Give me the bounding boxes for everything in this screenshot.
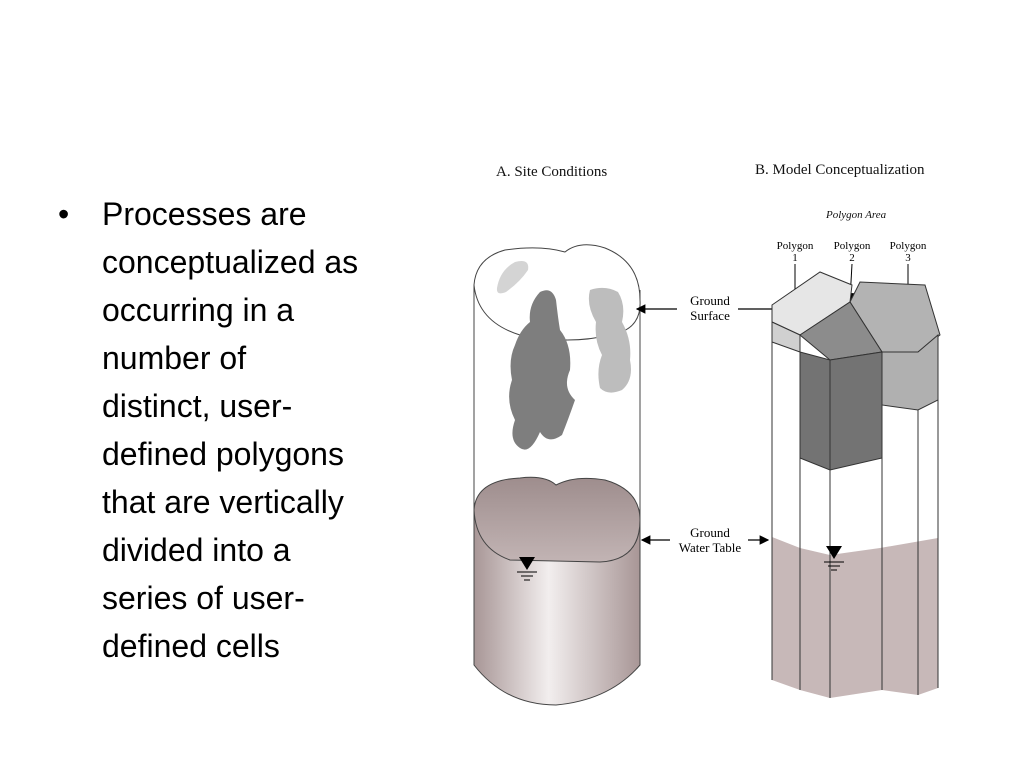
ground-water-table-label: Ground Water Table (640, 525, 770, 555)
panel-a-title: A. Site Conditions (496, 164, 607, 180)
site-cylinder (473, 244, 641, 706)
bullet-line: defined cells (102, 628, 280, 664)
light-plume (588, 287, 631, 393)
ground-surface-word-2: Surface (690, 308, 730, 323)
gwt-word-2: Water Table (679, 540, 742, 555)
bullet-line: Processes are (102, 196, 307, 232)
model-water-table-symbol (824, 546, 844, 571)
polygon-labels: Polygon 1 Polygon 2 Polygon 3 (777, 240, 927, 301)
polygon-3-label: Polygon (890, 240, 927, 252)
polygon-1-label: Polygon (777, 240, 814, 252)
bullet-line: that are vertically (102, 484, 344, 520)
bullet-line: series of user- (102, 580, 305, 616)
bullet-line: conceptualized as (102, 244, 359, 280)
bullet-line: divided into a (102, 532, 291, 568)
model-prism (771, 271, 941, 698)
ground-surface-word-1: Ground (690, 293, 730, 308)
bullet-text: Processes are conceptualized as occurrin… (102, 190, 432, 670)
site-model-diagram: A. Site Conditions B. Model Conceptualiz… (473, 162, 941, 706)
ground-surface-label: Ground Surface (635, 293, 786, 323)
gwt-word-1: Ground (690, 525, 730, 540)
bullet-line: occurring in a (102, 292, 295, 328)
panel-b-title: B. Model Conceptualization (755, 162, 925, 178)
prism-saturated-band (772, 537, 938, 698)
polygon-2-side (799, 351, 883, 471)
polygon-2-label: Polygon (834, 240, 871, 252)
polygon-1-number: 1 (792, 252, 798, 264)
polygon-3-number: 3 (905, 252, 911, 264)
polygon-area-label: Polygon Area (825, 209, 887, 221)
dark-plume (509, 290, 575, 450)
bullet-line: defined polygons (102, 436, 344, 472)
bullet-line: distinct, user- (102, 388, 293, 424)
vadose-zone (473, 285, 641, 530)
bullet-marker: • (58, 196, 70, 232)
polygon-2-number: 2 (849, 252, 855, 264)
surface-patch (496, 261, 529, 294)
bullet-line: number of (102, 340, 247, 376)
water-table-symbol (517, 557, 537, 581)
water-table-surface (473, 476, 641, 563)
